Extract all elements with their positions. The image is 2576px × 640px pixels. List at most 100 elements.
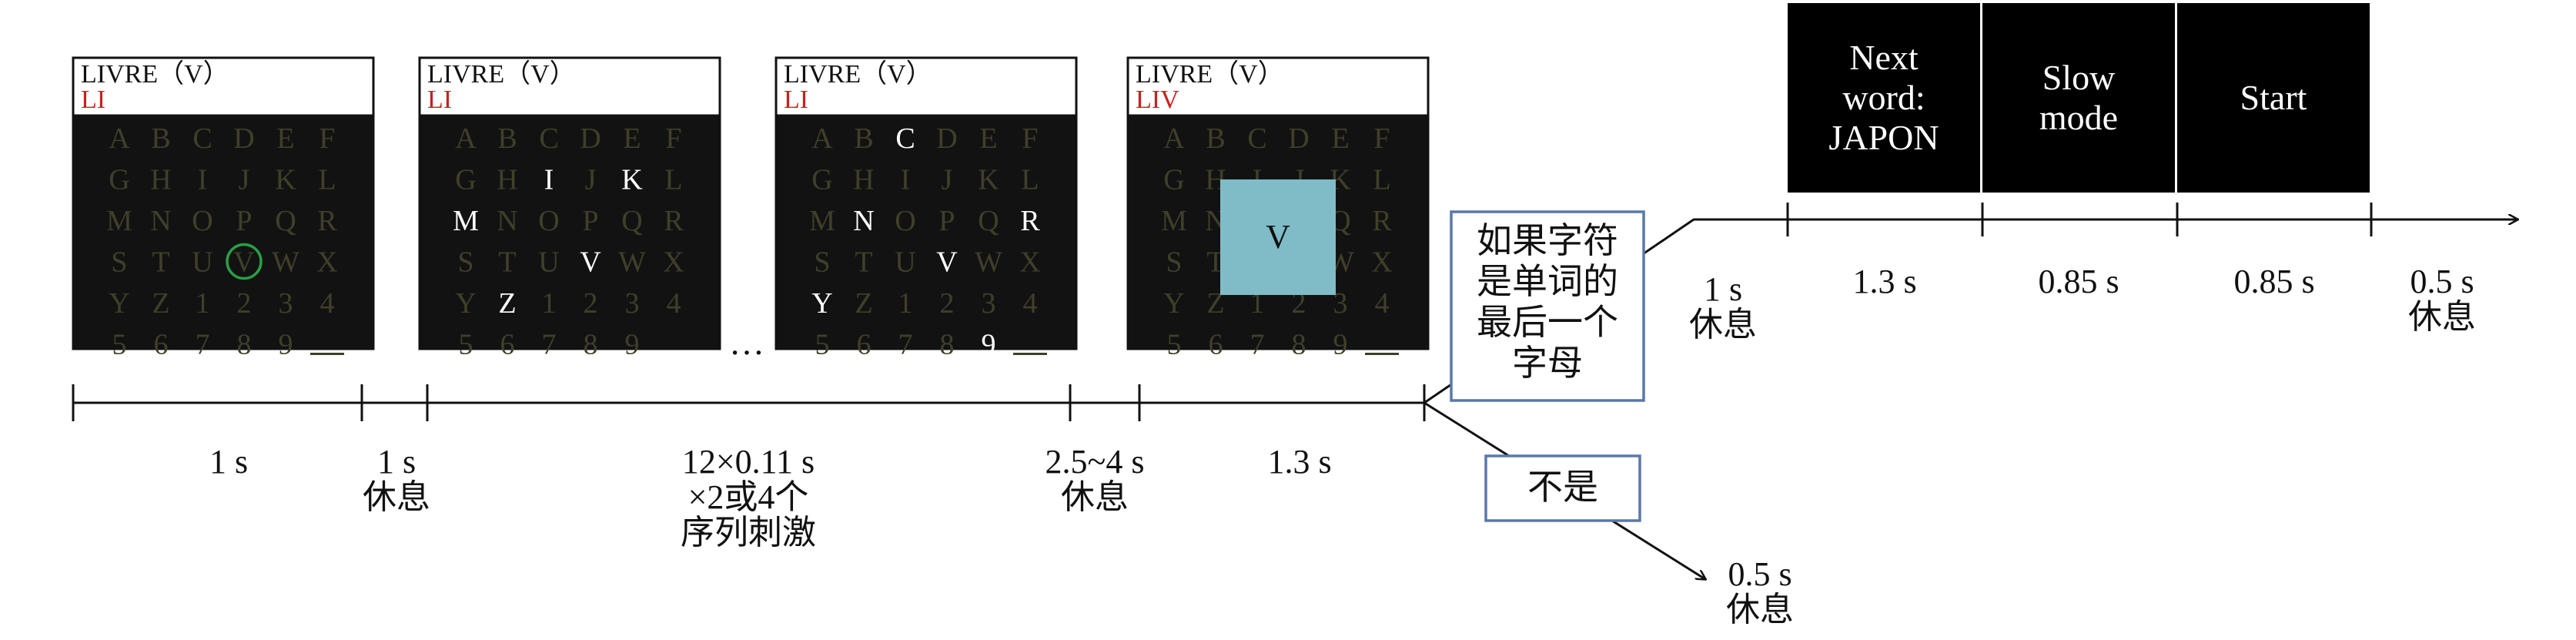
matrix-cell: X bbox=[663, 246, 684, 279]
matrix-cell: G bbox=[811, 164, 832, 196]
matrix-cell: J bbox=[942, 164, 953, 196]
matrix-cell: U bbox=[192, 246, 212, 279]
matrix-cell: S bbox=[814, 246, 830, 279]
feedback-duration-label: 0.85 s bbox=[2038, 263, 2119, 300]
matrix-cell: F bbox=[1022, 122, 1038, 155]
matrix-cell: P bbox=[582, 205, 598, 237]
matrix-cell: B bbox=[854, 122, 873, 155]
matrix-cell: O bbox=[538, 205, 559, 237]
timeline-duration-label: 2.5~4 s bbox=[1045, 443, 1145, 481]
matrix-cell: U bbox=[895, 246, 915, 279]
matrix-cell: P bbox=[236, 205, 252, 237]
matrix-cell: 2 bbox=[940, 287, 955, 320]
matrix-cell: A bbox=[811, 122, 833, 155]
matrix-cell: 4 bbox=[667, 287, 681, 320]
matrix-cell: D bbox=[233, 122, 254, 155]
matrix-cell: N bbox=[853, 205, 874, 237]
matrix-cell: 9 bbox=[625, 329, 640, 361]
matrix-cell: 7 bbox=[196, 329, 210, 361]
matrix-cell: 5 bbox=[459, 329, 473, 361]
feedback-screen-2 bbox=[1982, 3, 2175, 193]
matrix-cell: K bbox=[621, 164, 643, 196]
matrix-cell: R bbox=[1020, 205, 1040, 237]
matrix-cell: T bbox=[498, 246, 516, 279]
matrix-cell: P bbox=[938, 205, 955, 237]
panel-header bbox=[777, 59, 1076, 115]
matrix-cell: R bbox=[317, 205, 337, 237]
matrix-cell: M bbox=[1161, 205, 1187, 237]
matrix-cell: U bbox=[538, 246, 559, 279]
matrix-cell: S bbox=[1166, 246, 1182, 279]
matrix-cell: 7 bbox=[542, 329, 557, 361]
matrix-cell: Z bbox=[498, 287, 516, 320]
matrix-cell: 2 bbox=[584, 287, 598, 320]
matrix-cell: 4 bbox=[1375, 287, 1390, 320]
matrix-cell: E bbox=[979, 122, 997, 155]
matrix-cell: Y bbox=[811, 287, 832, 320]
condition-box bbox=[1450, 210, 1645, 402]
matrix-cell: F bbox=[1373, 122, 1390, 155]
matrix-cell: C bbox=[1247, 122, 1266, 155]
feedback-letter: V bbox=[1266, 218, 1290, 256]
matrix-cell: 8 bbox=[1292, 329, 1306, 361]
screen-text: Start bbox=[2240, 78, 2307, 117]
matrix-cell: J bbox=[239, 164, 250, 196]
target-word: LIVRE（V） bbox=[427, 59, 576, 89]
matrix-cell: A bbox=[455, 122, 477, 155]
matrix-cell: Q bbox=[275, 205, 296, 237]
matrix-cell: 1 bbox=[196, 287, 210, 320]
panel-header bbox=[420, 59, 719, 115]
no-branch-rest-label: 休息 bbox=[1726, 591, 1794, 628]
target-circle bbox=[226, 243, 263, 280]
matrix-cell: D bbox=[1288, 122, 1309, 155]
matrix-cell: Y bbox=[109, 287, 129, 320]
matrix-cell: H bbox=[150, 164, 171, 196]
matrix-cell: G bbox=[1163, 164, 1184, 196]
panel-header bbox=[1129, 59, 1427, 115]
matrix-cell: D bbox=[580, 122, 601, 155]
matrix-cell: L bbox=[664, 164, 682, 196]
matrix-cell: A bbox=[109, 122, 130, 155]
matrix-cell: I bbox=[901, 164, 911, 196]
timeline-duration-label: 休息 bbox=[1061, 478, 1129, 516]
matrix-cell: V bbox=[233, 246, 255, 279]
timeline-duration-label: 序列刺激 bbox=[681, 514, 816, 551]
matrix-cell: R bbox=[1372, 205, 1392, 237]
matrix-cell: 2 bbox=[237, 287, 252, 320]
yes-branch-rest-label: 1 s bbox=[1704, 270, 1742, 308]
matrix-cell: J bbox=[585, 164, 597, 196]
timeline-duration-label: 休息 bbox=[363, 478, 430, 516]
matrix-cell: Q bbox=[621, 205, 642, 237]
matrix-cell: C bbox=[895, 122, 915, 155]
matrix-cell: X bbox=[316, 246, 337, 279]
matrix-cell: 2 bbox=[1292, 287, 1306, 320]
matrix-cell: Y bbox=[1163, 287, 1184, 320]
matrix-cell: 1 bbox=[1250, 287, 1265, 320]
matrix-cell: M bbox=[809, 205, 835, 237]
matrix-cell: Y bbox=[455, 287, 476, 320]
speller-panel-4: LIVRE（V）LIVABCDEFGHIJKLMNOPQRSTUVWXYZ123… bbox=[1126, 56, 1430, 361]
matrix-cell: C bbox=[539, 122, 558, 155]
matrix-cell: R bbox=[664, 205, 684, 237]
spelled-text: LI bbox=[81, 85, 105, 114]
no-branch-rest-label: 0.5 s bbox=[1728, 555, 1791, 593]
matrix-cell: 9 bbox=[279, 329, 293, 361]
feedback-screen-1 bbox=[1788, 3, 1980, 193]
feedback-square bbox=[1220, 179, 1336, 295]
spelled-text: LIV bbox=[1136, 85, 1179, 114]
matrix-cell: 7 bbox=[1250, 329, 1265, 361]
timeline-duration-label: 1 s bbox=[209, 443, 248, 481]
matrix-cell: I bbox=[198, 164, 208, 196]
matrix-cell: 4 bbox=[1023, 287, 1038, 320]
matrix-cell: F bbox=[319, 122, 335, 155]
matrix-cell: Z bbox=[1206, 287, 1224, 320]
matrix-cell: W bbox=[618, 246, 646, 279]
matrix-cell: I bbox=[544, 164, 554, 196]
matrix-cell: 3 bbox=[279, 287, 293, 320]
